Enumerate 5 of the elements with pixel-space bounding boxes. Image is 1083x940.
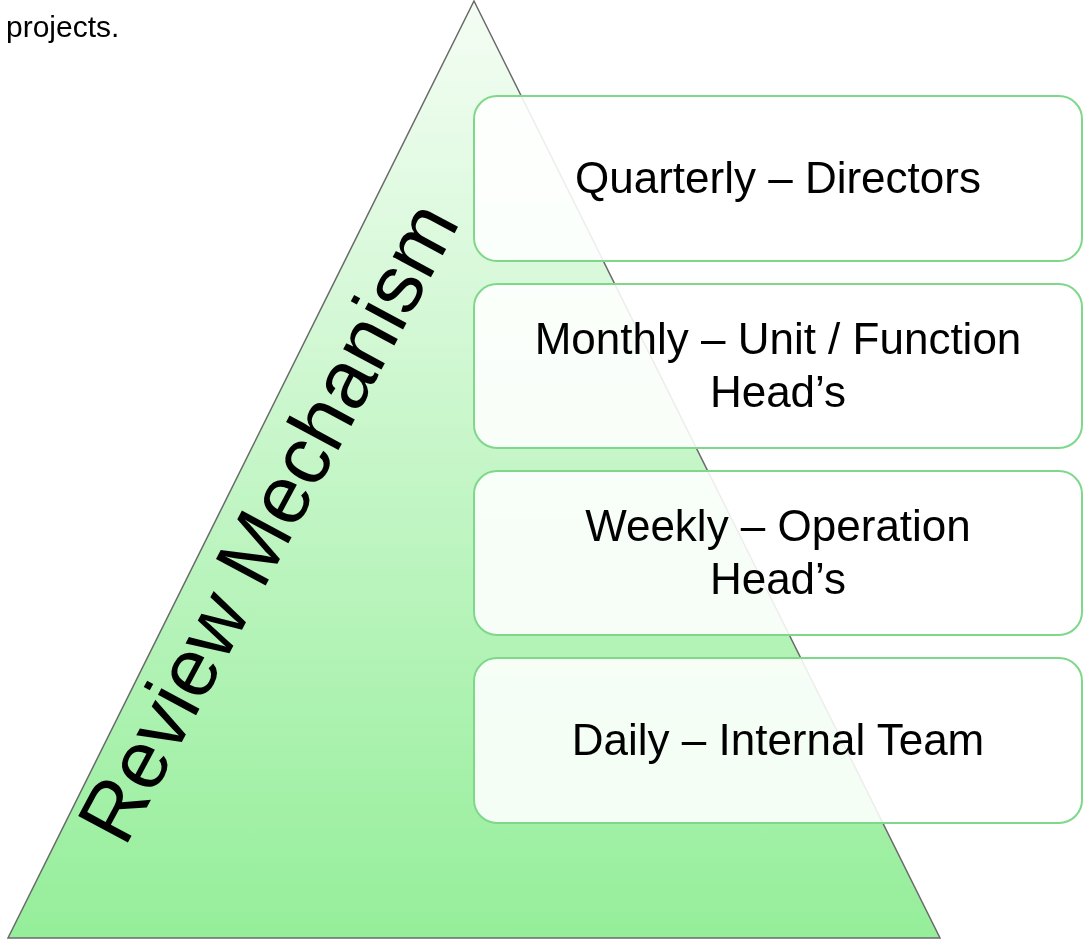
paragraph-text: projects. <box>6 10 120 44</box>
level-box: Daily – Internal Team <box>473 657 1083 824</box>
level-box: Quarterly – Directors <box>473 95 1083 262</box>
level-box: Weekly – Operation Head’s <box>473 470 1083 636</box>
level-box: Monthly – Unit / Function Head’s <box>473 283 1083 449</box>
